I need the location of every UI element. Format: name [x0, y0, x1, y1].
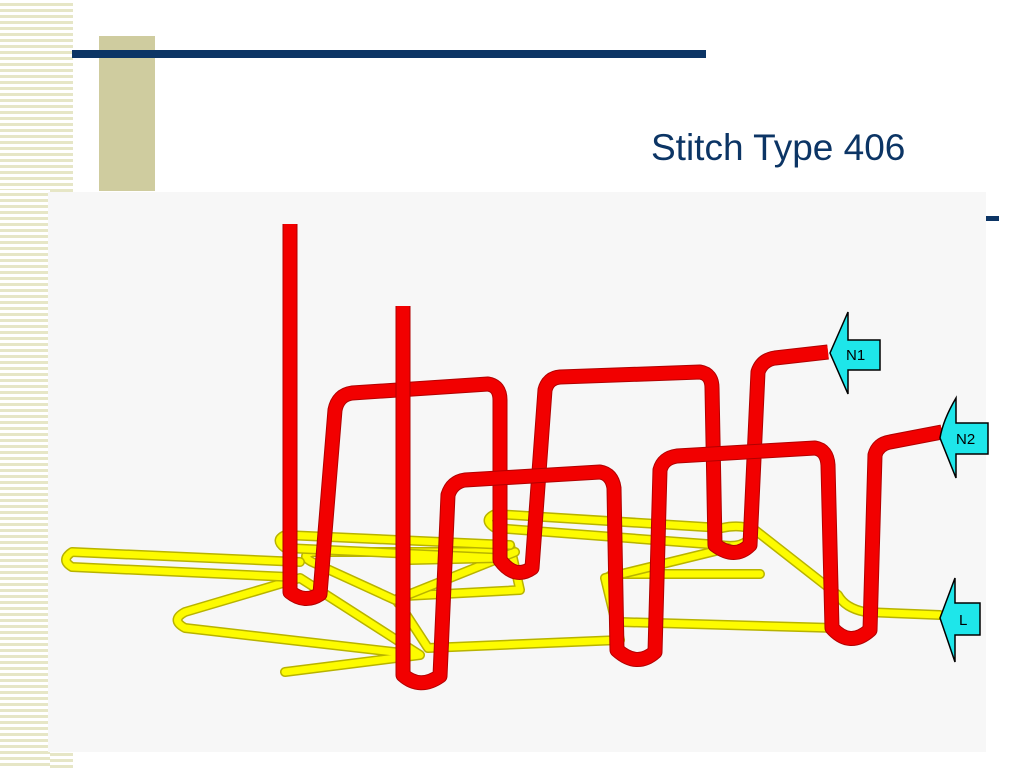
accent-block [99, 36, 155, 191]
decorative-stripes-lower [0, 190, 50, 768]
tag-n1: N1 [829, 311, 881, 395]
tag-looper: L [939, 577, 981, 663]
tag-n2: N2 [939, 395, 989, 479]
tag-n1-text: N1 [846, 347, 865, 364]
tag-n2-text: N2 [956, 431, 975, 448]
title-rule [72, 50, 706, 58]
slide-title: Stitch Type 406 [651, 127, 906, 168]
tag-looper-text: L [959, 612, 967, 629]
needle-thread-n2 [395, 306, 944, 691]
bullet-marker [985, 216, 999, 221]
